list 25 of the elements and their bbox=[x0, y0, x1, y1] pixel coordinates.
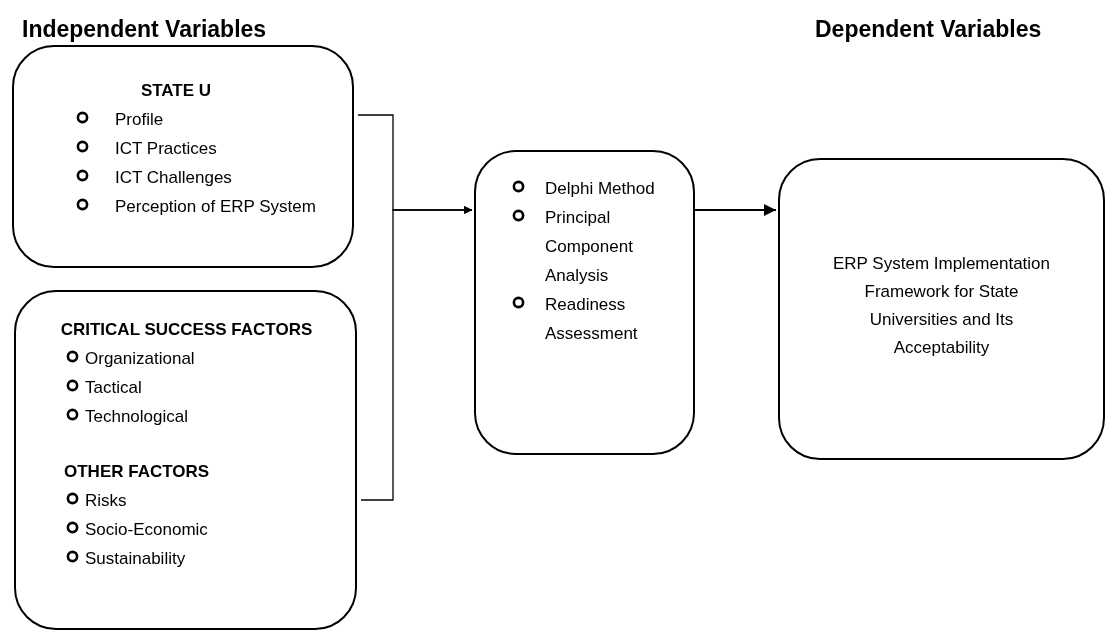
node-text: ERP System Implementation Framework for State Universities and Its Acceptability bbox=[832, 253, 1051, 359]
connector-arrow bbox=[694, 204, 777, 216]
list-item: Perception of ERP System bbox=[115, 196, 316, 218]
list-item: Risks bbox=[85, 490, 127, 512]
section-heading: OTHER FACTORS bbox=[64, 461, 211, 483]
list-item: Readiness Assessment bbox=[545, 294, 639, 345]
list-item: Socio-Economic bbox=[85, 519, 208, 541]
connector-arrow bbox=[360, 206, 473, 501]
list-item: Profile bbox=[115, 109, 164, 131]
column-heading: Independent Variables bbox=[22, 15, 267, 44]
list-item: ICT Practices bbox=[115, 138, 217, 160]
list-item: Principal Component Analysis bbox=[545, 207, 634, 287]
section-heading: STATE U bbox=[139, 80, 213, 102]
rounded-box bbox=[474, 150, 695, 455]
list-item: Sustainability bbox=[85, 548, 186, 570]
outcome-box bbox=[778, 158, 1105, 460]
list-item: Technological bbox=[85, 406, 188, 428]
section-heading: CRITICAL SUCCESS FACTORS bbox=[59, 319, 314, 341]
list-item: Delphi Method bbox=[545, 178, 655, 200]
list-item: ICT Challenges bbox=[115, 167, 232, 189]
rounded-box bbox=[12, 45, 354, 268]
list-item: Tactical bbox=[85, 377, 142, 399]
rounded-box bbox=[14, 290, 357, 630]
list-item: Organizational bbox=[85, 348, 195, 370]
column-heading: Dependent Variables bbox=[815, 15, 1042, 44]
